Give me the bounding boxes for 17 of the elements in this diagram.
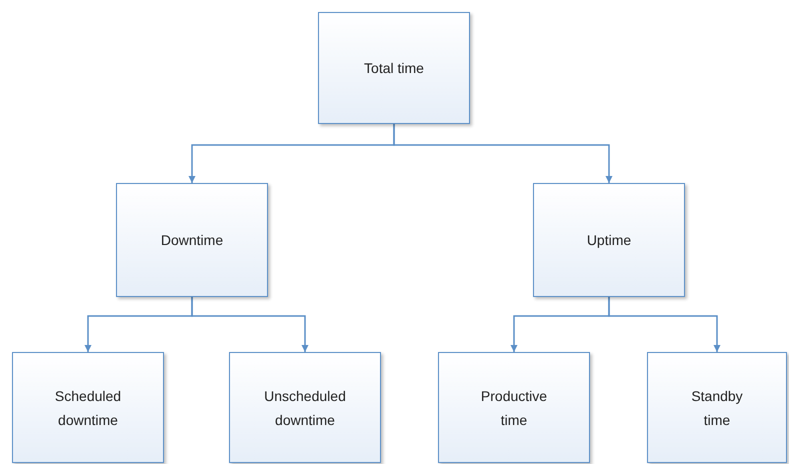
box-label: Productive time	[480, 386, 548, 430]
box-label: Standby time	[690, 386, 744, 430]
connector-arrow	[608, 297, 720, 352]
box-label: Downtime	[160, 231, 224, 250]
connector-arrow	[393, 124, 612, 183]
process-box	[438, 352, 590, 463]
connector-arrow	[191, 297, 308, 352]
box-label: Unscheduled downtime	[263, 386, 347, 430]
process-box	[647, 352, 787, 463]
process-box	[229, 352, 381, 463]
box-label: Uptime	[586, 231, 632, 250]
box-label: Scheduled downtime	[54, 386, 122, 430]
process-box	[116, 183, 268, 297]
process-box	[318, 12, 470, 124]
box-label: Total time	[363, 59, 425, 78]
process-box	[12, 352, 164, 463]
process-box	[533, 183, 685, 297]
